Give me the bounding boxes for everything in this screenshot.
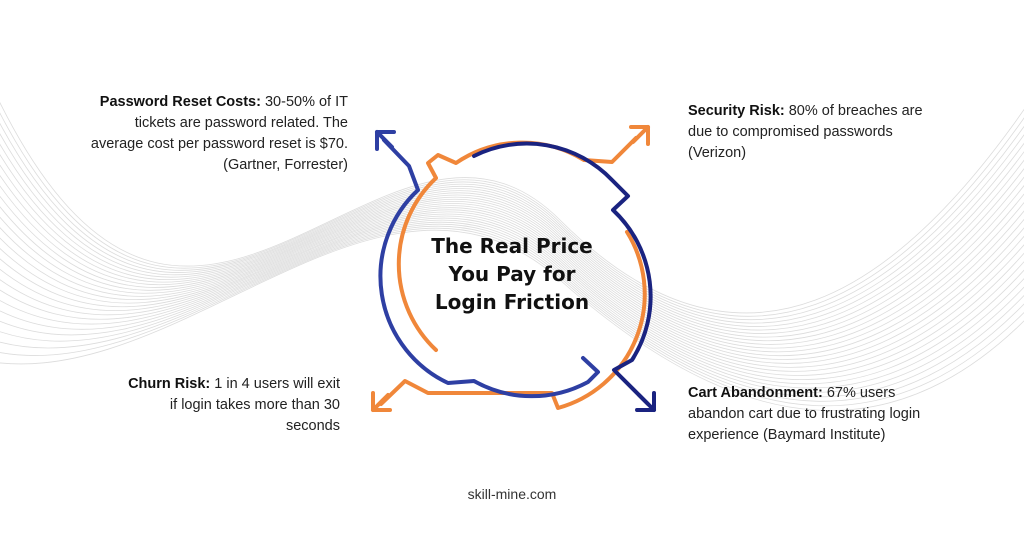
wave-line (0, 151, 1024, 331)
wave-line (0, 201, 1024, 353)
wave-line (0, 122, 1024, 321)
wave-line (0, 227, 1024, 407)
wave-line (0, 203, 1024, 357)
wave-line (0, 215, 1024, 380)
wave-line (0, 184, 1024, 345)
password-reset-heading: Password Reset Costs: (99, 94, 261, 110)
arrow-down-left-icon (371, 391, 392, 412)
center-title: The Real Price You Pay for Login Frictio… (412, 232, 612, 316)
title-line-3: Login Friction (434, 290, 590, 314)
orange-arc-bottom (379, 230, 647, 410)
wave-line (0, 217, 1024, 385)
cart-abandonment-heading: Cart Abandonment: (688, 385, 823, 401)
blue-arc-left (378, 138, 600, 399)
title-line-1: The Real Price (431, 234, 593, 258)
wave-line (0, 211, 1024, 372)
churn-risk-heading: Churn Risk: (128, 376, 211, 392)
wave-line (0, 209, 1024, 368)
password-reset-text: 30-50% of IT tickets are password relate… (90, 94, 348, 173)
wave-line (0, 221, 1024, 393)
wave-line (0, 207, 1024, 364)
wave-line (0, 229, 1024, 411)
cart-abandonment-text: 67% users abandon cart due to frustratin… (688, 385, 921, 443)
wave-line (0, 101, 1024, 314)
security-risk-text: 80% of breaches are due to compromised p… (688, 103, 923, 161)
password-reset-note: Password Reset Costs: 30-50% of IT ticke… (90, 92, 348, 176)
churn-risk-note: Churn Risk: 1 in 4 users will exit if lo… (120, 374, 340, 437)
arrow-up-right-icon (629, 125, 650, 146)
footer-url: skill-mine.com (467, 486, 557, 502)
wave-line (0, 168, 1024, 338)
security-risk-heading: Security Risk: (688, 103, 785, 119)
security-risk-note: Security Risk: 80% of breaches are due t… (688, 101, 928, 164)
wave-line (0, 225, 1024, 402)
wave-line (0, 213, 1024, 376)
arrow-up-left-icon (375, 130, 396, 151)
wave-line (0, 219, 1024, 389)
cart-abandonment-note: Cart Abandonment: 67% users abandon cart… (688, 383, 928, 446)
wave-line (0, 112, 1024, 317)
navy-arc-right (472, 141, 653, 406)
wave-line (0, 223, 1024, 398)
wave-line (0, 133, 1024, 324)
arrow-down-right-icon (635, 391, 656, 412)
churn-risk-text: 1 in 4 users will exit if login takes mo… (169, 376, 340, 434)
wave-line (0, 193, 1024, 349)
wave-line (0, 176, 1024, 341)
wave-line (0, 159, 1024, 334)
wave-line (0, 142, 1024, 327)
wave-line (0, 205, 1024, 360)
title-line-2: You Pay for (448, 262, 576, 286)
